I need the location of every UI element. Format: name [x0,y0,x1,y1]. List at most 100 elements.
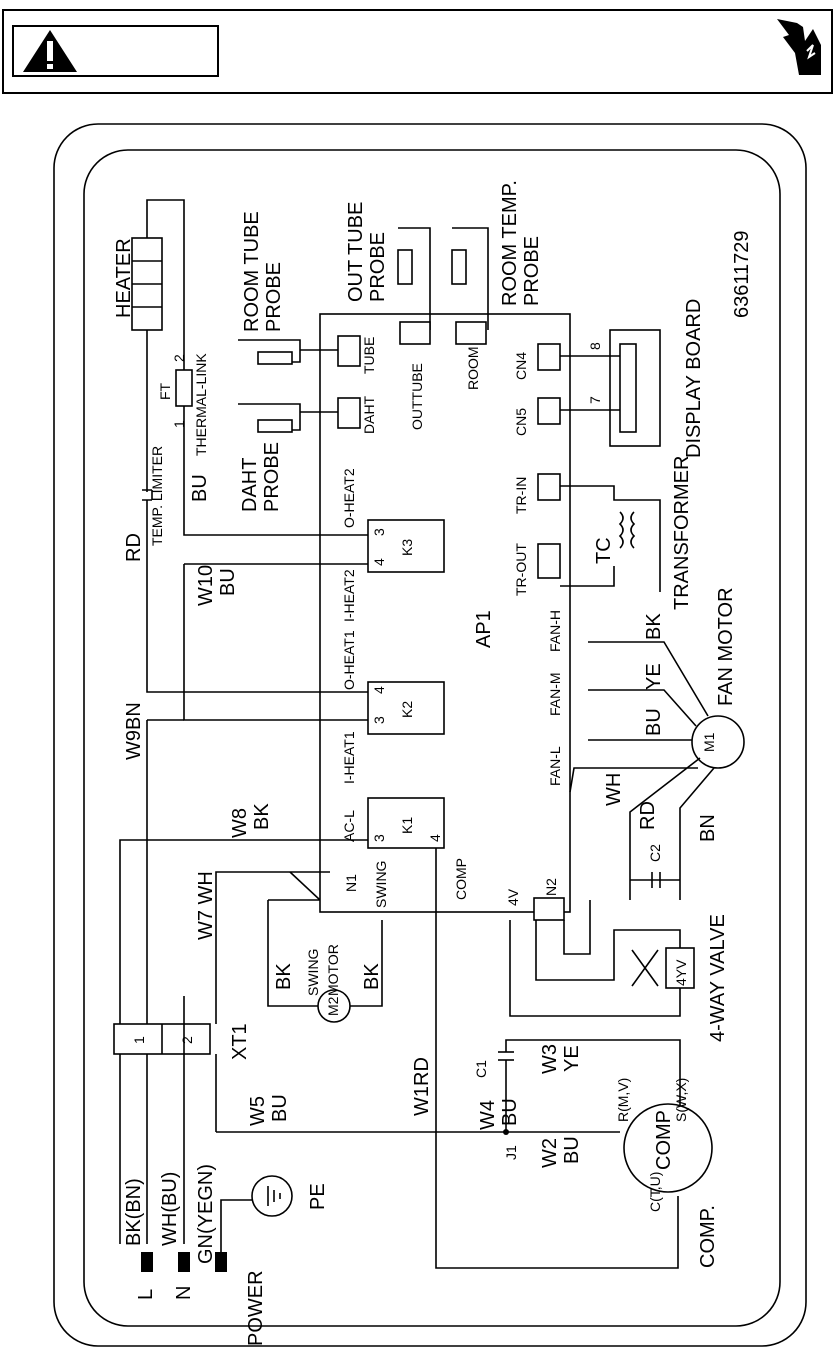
daht-connector [337,397,361,429]
room-tube-probe-sensor [257,351,293,365]
fan-m-label: FAN-M [547,672,563,716]
terminal-n [178,1252,190,1272]
tr-in-connector [537,473,561,501]
terminal-gnd [215,1252,227,1272]
pe-label: PE [307,1183,329,1210]
temp-limiter-symbol [142,489,153,501]
ap1-board [319,313,571,913]
cn4-label: CN4 [513,352,529,380]
room-temp-probe-sensor [451,249,467,285]
w10-label: W10 [195,565,217,606]
k2-pin4-label: 4 [371,686,387,694]
i-heat2-label: I-HEAT2 [341,569,357,622]
w7wh-label: W7 WH [195,871,217,940]
fan-motor-m1 [691,715,745,769]
pin7-label: 7 [587,396,603,404]
tr-out-label: TR-OUT [513,543,529,596]
tr-in-label: TR-IN [513,477,529,514]
bk-bn-label: BK(BN) [123,1178,145,1246]
daht-label: DAHT [361,395,377,434]
room-temp-probe-label-1: ROOM TEMP. [499,180,521,306]
temp-limiter-label: TEMP. LIMITER [149,446,165,546]
ye-fan-label: YE [643,663,665,690]
display-board-label: DISPLAY BOARD [683,299,705,458]
o-heat1-label: O-HEAT1 [341,630,357,690]
bu-w10-label: BU [217,568,239,596]
w4-label: W4 [477,1100,499,1130]
transformer-label: TRANSFORMER [671,456,693,610]
outtube-label: OUTTUBE [409,363,425,430]
bk-swing1-label: BK [273,963,295,990]
i-heat1-label: I-HEAT1 [341,731,357,784]
ap1-label: AP1 [473,610,495,648]
s-wx-label: S(W,X) [673,1078,689,1122]
cn4-connector [537,343,561,371]
w5-label: W5 [247,1096,269,1126]
ft2-label: 2 [171,354,187,362]
tube-label: TUBE [361,337,377,374]
out-tube-probe-label-2: PROBE [367,232,389,302]
bk-swing2-label: BK [361,963,383,990]
r-mv-label: R(M,V) [615,1078,631,1122]
outer-frame [53,123,807,1347]
bu-top-label: BU [189,474,211,502]
4yv-label: 4YV [673,959,689,986]
k1-pin3-label: 3 [371,834,387,842]
k1-relay [367,797,445,849]
bk-fan-label: BK [643,613,665,640]
k2-relay [367,681,445,735]
cn5-connector [537,397,561,425]
bu-fan-label: BU [643,708,665,736]
bk-w8-label: BK [251,803,273,830]
display-board [609,329,661,447]
bu-w2-label: BU [561,1136,583,1164]
tc-label: TC [593,537,615,564]
daht-probe-label-2: PROBE [261,442,283,512]
ac-l-label: AC-L [341,810,357,842]
ft-label: FT [157,382,173,400]
room-tube-probe-label-1: ROOM TUBE [241,211,263,332]
bu-w5-label: BU [269,1094,291,1122]
n-label: N [173,1286,195,1300]
fan-motor-label: FAN MOTOR [715,587,737,706]
k3-label: K3 [399,539,415,556]
w3-label: W3 [539,1044,561,1074]
n2-label: N2 [543,878,559,896]
daht-probe-sensor [257,419,293,433]
n1-label: N1 [343,874,359,892]
warning-banner [2,9,833,94]
k2-label: K2 [399,701,415,718]
c1-label: C1 [473,1060,489,1078]
w9bn-label: W9BN [123,702,145,760]
fan-h-label: FAN-H [547,610,563,652]
room-label: ROOM [465,346,481,390]
m2-label: M2 [325,996,341,1016]
k3-pin3-label: 3 [371,528,387,536]
heater-label: HEATER [113,238,135,318]
j1-label: J1 [503,1145,519,1160]
valve-symbol [631,949,659,987]
four-way-valve-coil [665,947,695,989]
k3-pin4-label: 4 [371,558,387,566]
thermal-link [175,369,193,407]
comp-pin-label: COMP [453,858,469,900]
power-label: POWER [245,1270,267,1346]
daht-probe-label-1: DAHT [239,458,261,512]
pe-ground [251,1175,293,1217]
l-label: L [135,1289,157,1300]
cn5-label: CN5 [513,408,529,436]
electric-shock-hand-icon [777,19,821,75]
out-tube-probe-sensor [397,249,413,285]
wh-fan-label: WH [603,773,625,806]
inner-frame [83,149,781,1327]
four-way-valve-label: 4-WAY VALVE [707,914,729,1042]
gn-yegn-label: GN(YEGN) [195,1164,217,1264]
w2-label: W2 [539,1138,561,1168]
w8-label: W8 [229,808,251,838]
room-temp-probe-label-2: PROBE [521,236,543,306]
xt1-pin2-label: 2 [179,1036,195,1044]
outtube-connector [399,321,431,345]
rd-label: RD [123,533,145,562]
4v-label: 4V [505,888,521,906]
part-number: 63611729 [731,231,753,319]
